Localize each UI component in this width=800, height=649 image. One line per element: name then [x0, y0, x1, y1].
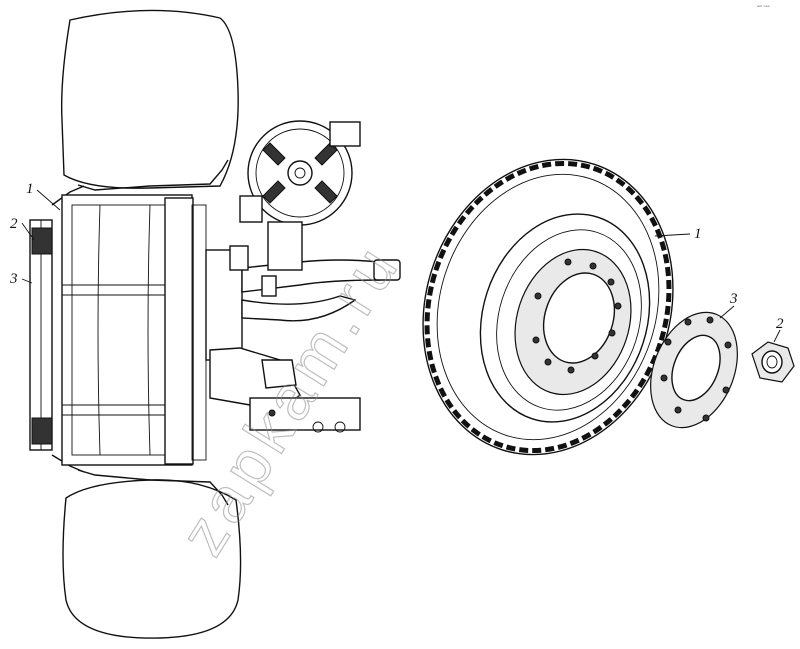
- wheel-nut-icon: [751, 341, 795, 383]
- callout-1-left: 1: [26, 181, 34, 197]
- callout-1-right: 1: [694, 226, 702, 242]
- clamp-ring-icon: [650, 311, 738, 429]
- callout-2-right: 2: [776, 316, 784, 332]
- corner-mark: ᵃᵐ ᵒᵒᵒ: [757, 5, 770, 11]
- callout-3-right: 3: [729, 291, 738, 307]
- upper-tyre-section: [60, 9, 239, 189]
- left-wheel-section: 1 2 3: [9, 9, 401, 639]
- tyre-icon: [422, 158, 674, 456]
- wheel-nut-top: [31, 227, 53, 255]
- callout-2-left: 2: [10, 216, 18, 232]
- callout-3-left: 3: [9, 271, 18, 287]
- wheel-nut-bottom: [31, 417, 53, 445]
